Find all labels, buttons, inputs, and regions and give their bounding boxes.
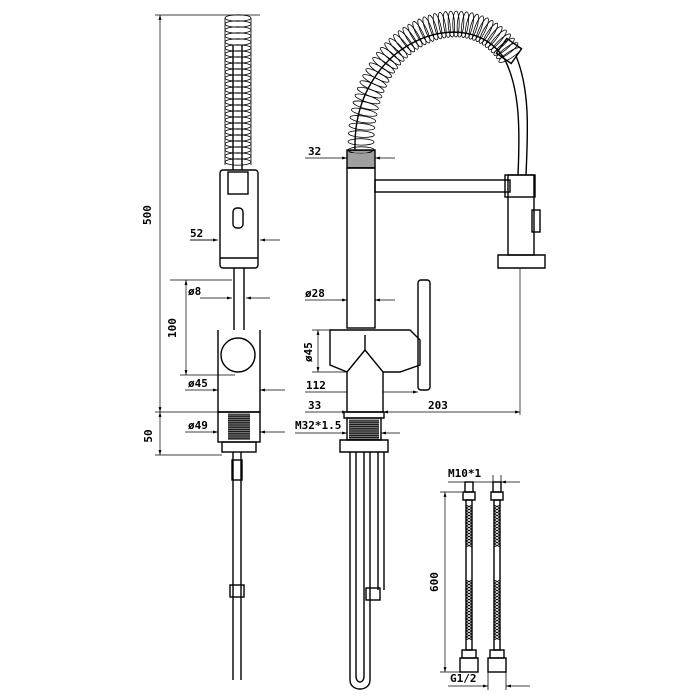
dim-neck-diameter: 32 [308,145,321,158]
dim-base-diameter: ø49 [188,419,208,432]
front-view-lever [417,279,431,391]
dim-thread: M32*1.5 [295,419,341,432]
dim-body-offset: 112 [306,379,326,392]
flex-hoses: M10*1 600 G1/2 [428,467,530,690]
front-view-body [329,329,421,413]
dim-column-offset: 33 [308,399,321,412]
dim-base-height: 50 [142,429,155,442]
front-view-arm [374,179,511,193]
flex-hose-left [459,481,479,673]
dim-body-diameter: ø45 [188,377,208,390]
dim-column-diameter: ø28 [305,287,325,300]
dim-hose-connection: G1/2 [450,672,477,685]
dim-reach: 203 [428,399,448,412]
front-view: 32 ø28 ø45 112 33 203 M32*1.5 [295,10,546,690]
dim-total-height: 500 [141,205,154,225]
dim-lever-height: 100 [166,318,179,338]
side-view-lever-knob [220,337,256,373]
flex-hose-right [487,481,507,673]
front-view-column [346,167,376,329]
dim-body-diameter-front: ø45 [302,342,315,362]
dim-spray-head-width: 52 [190,227,203,240]
side-view-spray-head [219,169,259,269]
dim-spout-diameter: ø8 [188,285,201,298]
front-view-spring-coil [347,10,523,154]
front-view-spray-head [507,174,535,256]
side-view-body [217,330,261,413]
side-view: 500 52 ø8 100 ø45 50 ø49 [141,14,285,680]
dim-hose-length: 600 [428,572,441,592]
dim-hose-thread: M10*1 [448,467,481,480]
side-view-spring-coil [224,14,252,166]
